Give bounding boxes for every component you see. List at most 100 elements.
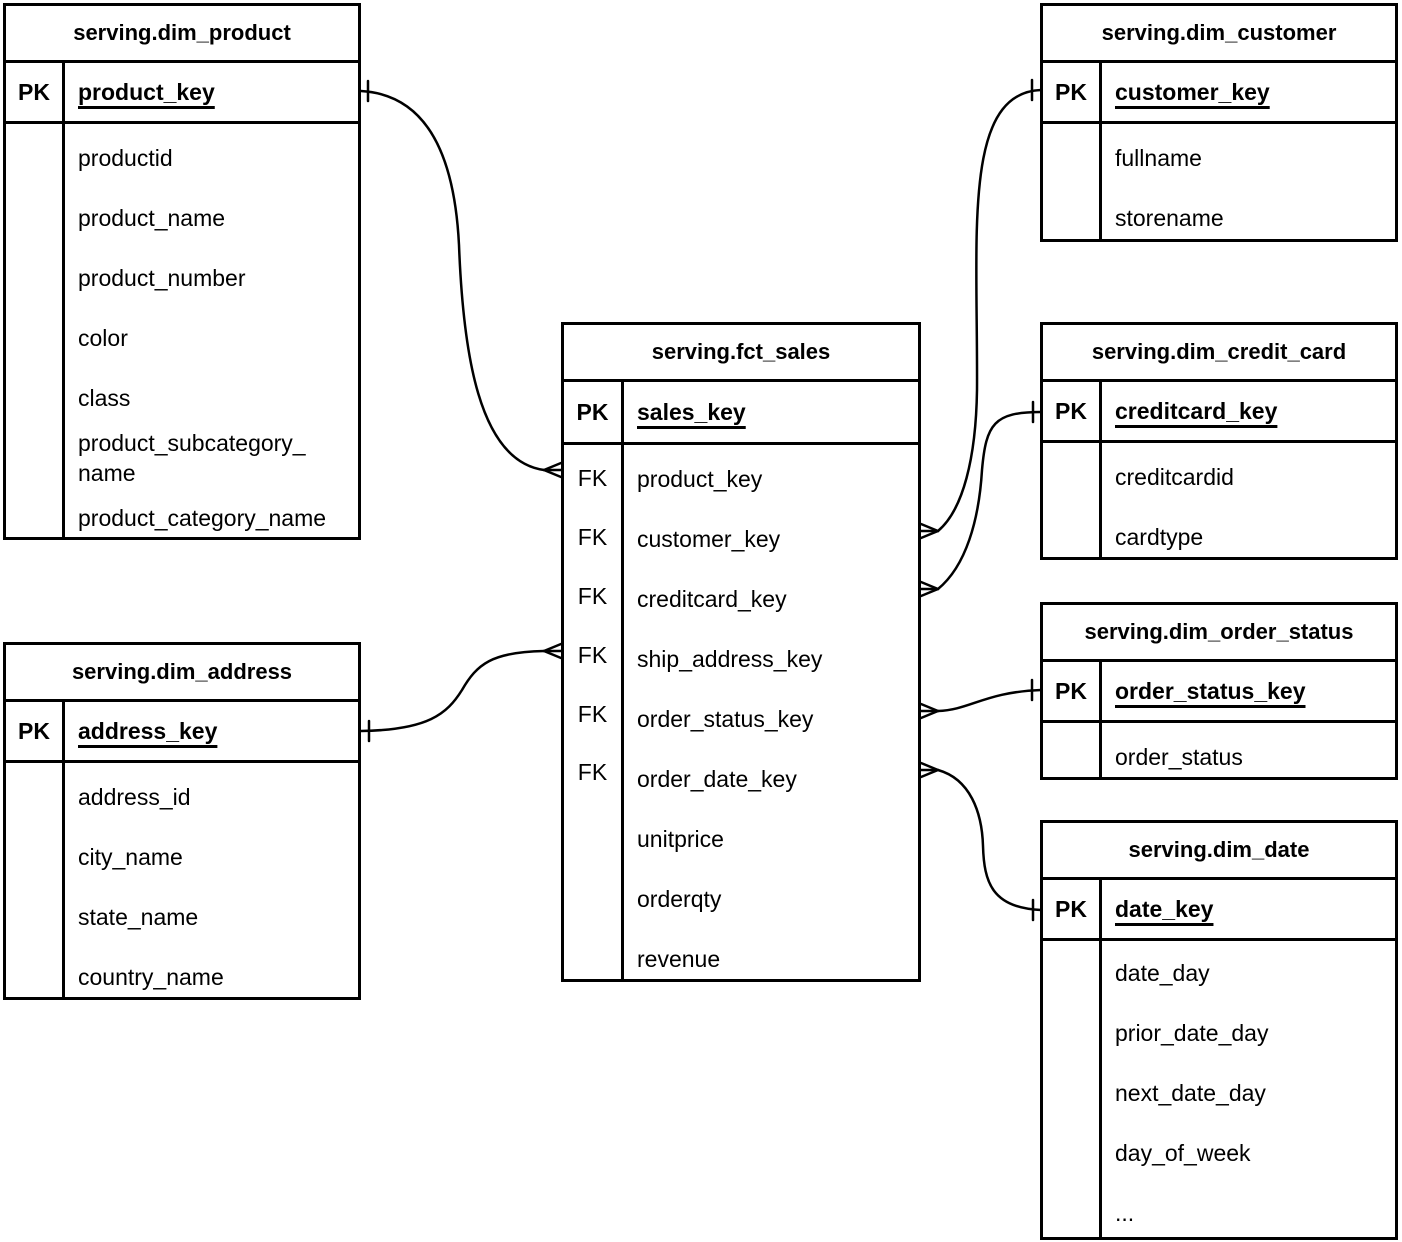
table-field: unitprice [624, 809, 918, 869]
table-field: fullname [1102, 128, 1395, 188]
relationship-fct-sales-to-dim-credit-card [919, 400, 1043, 598]
field-name: city_name [78, 844, 183, 870]
table-title: serving.dim_product [6, 6, 358, 63]
field-name: address_id [78, 784, 191, 810]
crow-foot-prong [542, 461, 563, 472]
field-name: ship_address_key [637, 646, 823, 672]
field-name: fullname [1115, 145, 1202, 171]
pk-badge: PK [6, 702, 65, 760]
table-title: serving.dim_address [6, 645, 358, 702]
pk-badge: PK [1043, 382, 1102, 440]
field-name: next_date_day [1115, 1080, 1266, 1106]
field-list: date_day prior_date_day next_date_day da… [1102, 941, 1395, 1237]
field-name: unitprice [637, 826, 724, 852]
key-column [6, 763, 65, 997]
table-dim-product: serving.dim_product PK product_key produ… [3, 3, 361, 540]
table-title: serving.dim_order_status [1043, 605, 1395, 662]
field-name: creditcardid [1115, 464, 1234, 490]
relationship-dim-product-to-fct-sales [359, 79, 563, 479]
table-field: prior_date_day [1102, 1003, 1395, 1063]
table-title: serving.fct_sales [564, 325, 918, 382]
field-name: customer_key [637, 526, 781, 552]
table-field: address_id [65, 767, 358, 827]
field-name: product_key [637, 466, 763, 492]
relationship-line [919, 688, 1043, 713]
key-column [1043, 723, 1102, 777]
pk-field: date_key [1102, 880, 1395, 938]
field-name: product_category_name [78, 505, 327, 531]
table-field: color [65, 308, 358, 368]
pk-field-name: sales_key [637, 398, 746, 425]
table-field: creditcard_key [624, 569, 918, 629]
pk-row: PK date_key [1043, 880, 1395, 941]
field-name: orderqty [637, 886, 722, 912]
table-title: serving.dim_customer [1043, 6, 1395, 63]
pk-row: PK creditcard_key [1043, 382, 1395, 443]
table-field: product_key [624, 449, 918, 509]
table-title: serving.dim_credit_card [1043, 325, 1395, 382]
table-field: class [65, 368, 358, 428]
relationship-fct-sales-to-dim-customer [919, 78, 1043, 540]
relationship-line [359, 89, 563, 472]
field-name: state_name [78, 904, 199, 930]
crow-foot-prong [919, 522, 940, 533]
table-field: city_name [65, 827, 358, 887]
fk-badge: FK [577, 464, 608, 491]
pk-field: address_key [65, 702, 358, 760]
relationship-line [919, 410, 1043, 591]
key-column: FK FK FK FK FK FK [564, 445, 624, 979]
field-name: ... [1115, 1200, 1135, 1226]
crow-foot-prong [919, 702, 940, 713]
table-fct-sales: serving.fct_sales PK sales_key FK FK FK … [561, 322, 921, 982]
field-name: prior_date_day [1115, 1020, 1269, 1046]
table-field: revenue [624, 929, 918, 979]
fields-section: order_status [1043, 723, 1395, 777]
pk-row: PK order_status_key [1043, 662, 1395, 723]
table-field: product_number [65, 248, 358, 308]
field-name: creditcard_key [637, 586, 787, 612]
pk-badge: PK [1043, 662, 1102, 720]
pk-row: PK sales_key [564, 382, 918, 445]
relationship-dim-address-to-fct-sales [359, 642, 563, 743]
pk-field-name: date_key [1115, 895, 1214, 922]
crow-foot-prong [919, 709, 940, 720]
table-field: orderqty [624, 869, 918, 929]
pk-badge: PK [564, 382, 624, 442]
pk-field-name: product_key [78, 78, 215, 105]
fk-badge: FK [577, 582, 608, 609]
key-column [6, 124, 65, 537]
field-list: fullname storename [1102, 124, 1395, 239]
relationship-line [919, 768, 1043, 912]
pk-field: creditcard_key [1102, 382, 1395, 440]
table-field: state_name [65, 887, 358, 947]
fields-section: creditcardid cardtype [1043, 443, 1395, 557]
table-field: ship_address_key [624, 629, 918, 689]
fields-section: productid product_name product_number co… [6, 124, 358, 537]
field-list: product_key customer_key creditcard_key … [624, 445, 918, 979]
pk-field: customer_key [1102, 63, 1395, 121]
field-list: address_id city_name state_name country_… [65, 763, 358, 997]
field-list: productid product_name product_number co… [65, 124, 358, 537]
fk-badge: FK [577, 700, 608, 727]
table-field: order_date_key [624, 749, 918, 809]
fk-badge: FK [577, 523, 608, 550]
field-name: storename [1115, 205, 1224, 231]
table-field: product_subcategory_name [65, 428, 358, 488]
fields-section: fullname storename [1043, 124, 1395, 239]
table-title: serving.dim_date [1043, 823, 1395, 880]
table-field: cardtype [1102, 507, 1395, 557]
table-field: order_status_key [624, 689, 918, 749]
relationship-fct-sales-to-dim-order-status [919, 678, 1043, 720]
relationship-line [359, 649, 563, 733]
field-name: order_date_key [637, 766, 797, 792]
key-column [1043, 443, 1102, 557]
pk-field-name: creditcard_key [1115, 397, 1278, 424]
table-dim-customer: serving.dim_customer PK customer_key ful… [1040, 3, 1398, 242]
field-name: order_status_key [637, 706, 814, 732]
field-name: class [78, 385, 131, 411]
field-name: cardtype [1115, 524, 1204, 550]
field-name: product_subcategory_name [78, 430, 306, 486]
field-name: order_status [1115, 744, 1243, 770]
fk-badge: FK [577, 641, 608, 668]
